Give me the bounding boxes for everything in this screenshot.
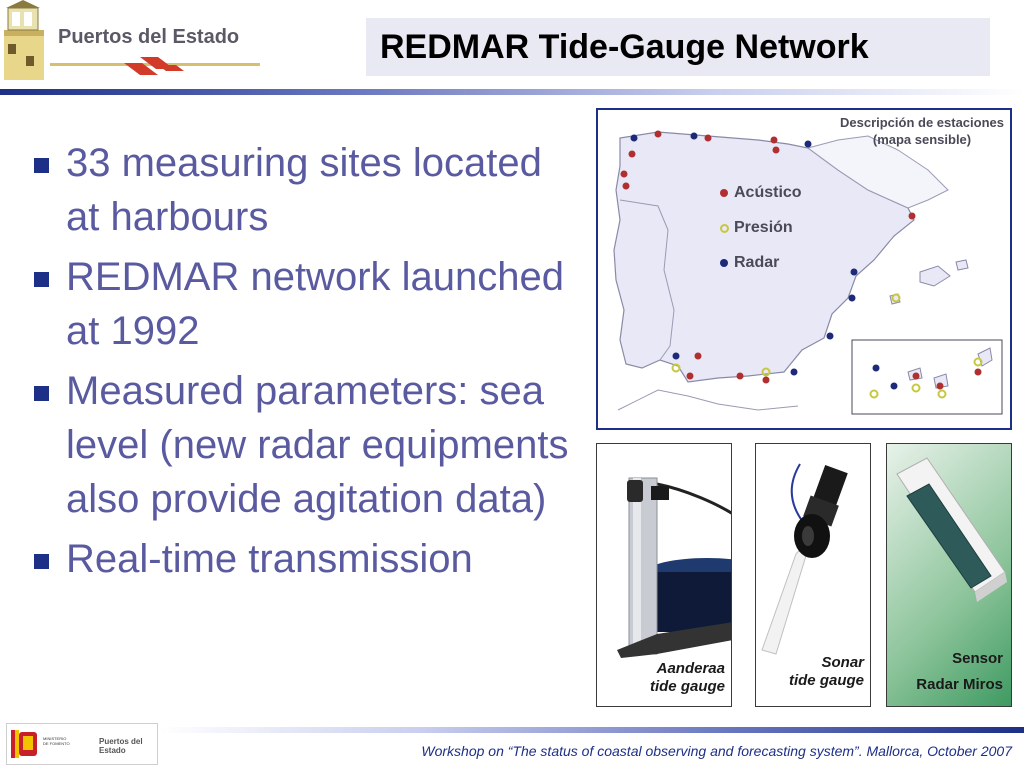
map-description: Descripción de estaciones (mapa sensible…	[840, 114, 1004, 148]
ministry-name: MINISTERIO DE FOMENTO	[43, 736, 70, 746]
legend-label: Presión	[734, 219, 793, 236]
radar-caption-line1: Sensor	[952, 650, 1003, 667]
aanderaa-caption: Aanderaa tide gauge	[650, 660, 725, 696]
aanderaa-gauge-image	[617, 477, 731, 658]
square-bullet-icon	[34, 272, 49, 287]
bullet-text: REDMAR network launched at 1992	[66, 255, 564, 353]
sonar-caption: Sonar tide gauge	[789, 654, 864, 690]
square-bullet-icon	[34, 386, 49, 401]
header-divider	[0, 89, 1024, 95]
square-bullet-icon	[34, 554, 49, 569]
footer-org-name: Puertos del Estado	[99, 737, 143, 755]
map-description-line1: Descripción de estaciones	[839, 115, 1004, 130]
radar-caption-line2: Radar Miros	[916, 676, 1003, 693]
sonar-photo: Sonar tide gauge	[755, 443, 871, 707]
title-box: REDMAR Tide-Gauge Network	[366, 18, 990, 76]
legend-label: Acústico	[734, 184, 802, 201]
iberia-map-graphic	[613, 130, 1003, 415]
square-bullet-icon	[34, 158, 49, 173]
bullet-text: 33 measuring sites located at harbours	[66, 141, 542, 239]
page-title: REDMAR Tide-Gauge Network	[380, 28, 869, 66]
lighthouse-icon	[4, 0, 44, 80]
sonar-gauge-image	[761, 463, 848, 655]
map-description-line2: (mapa sensible)	[872, 132, 972, 147]
bullet-item: Real-time transmission	[32, 532, 572, 586]
radar-photo: Sensor Radar Miros	[886, 443, 1012, 707]
footer-logo: MINISTERIO DE FOMENTO Puertos del Estado	[6, 723, 158, 765]
acoustic-dot-icon	[720, 189, 728, 197]
station-map[interactable]: Descripción de estaciones (mapa sensible…	[596, 108, 1012, 430]
bullet-text: Real-time transmission	[66, 537, 473, 581]
spain-coat-of-arms-icon	[11, 730, 37, 758]
sonar-caption-line2: tide gauge	[788, 672, 864, 689]
sonar-caption-line1: Sonar	[821, 654, 864, 671]
radar-sensor-image	[896, 457, 1007, 602]
bullet-text: Measured parameters: sea level (new rada…	[66, 369, 569, 521]
footer-text: Workshop on “The status of coastal obser…	[421, 743, 1012, 759]
radar-dot-icon	[720, 259, 728, 267]
aanderaa-caption-line1: Aanderaa	[656, 660, 725, 677]
aanderaa-photo: Aanderaa tide gauge	[596, 443, 732, 707]
puertos-mark-icon	[124, 57, 184, 75]
puertos-logo: Puertos del Estado	[0, 0, 270, 88]
radar-caption: Sensor Radar Miros	[916, 646, 1003, 698]
ministry-line1: MINISTERIO	[43, 736, 67, 741]
bullet-item: REDMAR network launched at 1992	[32, 250, 572, 358]
org-name: Puertos del Estado	[58, 26, 240, 48]
legend-label: Radar	[734, 254, 780, 271]
bullet-item: Measured parameters: sea level (new rada…	[32, 364, 572, 526]
bullet-item: 33 measuring sites located at harbours	[32, 136, 572, 244]
footer-divider	[160, 727, 1024, 733]
pressure-dot-icon	[720, 224, 729, 233]
aanderaa-caption-line2: tide gauge	[649, 678, 725, 695]
bullet-list: 33 measuring sites located at harbours R…	[32, 136, 572, 592]
ministry-line2: DE FOMENTO	[43, 741, 70, 746]
